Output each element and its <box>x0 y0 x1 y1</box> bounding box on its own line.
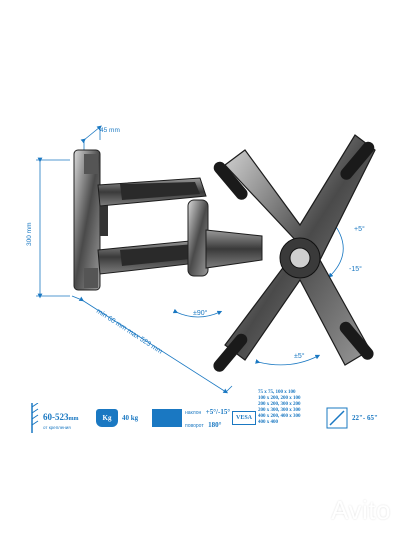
tilt-up-label: +5° <box>354 225 365 233</box>
articulating-arms <box>97 177 263 277</box>
height-label: 300 mm <box>26 223 33 246</box>
wall-hatch-icon <box>31 403 39 433</box>
avito-text: Avito <box>331 495 391 525</box>
weight-value: 40 kg <box>122 414 139 422</box>
screen-size-value: 22"- 65" <box>352 414 378 422</box>
diagonal-arrow-icon <box>326 407 348 429</box>
range-caption: от крепления <box>43 424 71 430</box>
vesa-size-list: 75 x 75, 100 x 100 100 x 200, 200 x 100 … <box>258 390 328 426</box>
depth-label: 45 mm <box>100 127 120 134</box>
vesa-icon: VESA <box>232 411 256 425</box>
vesa-size: 200 x 300, 300 x 300 <box>258 408 301 413</box>
vesa-x-plate <box>213 134 376 372</box>
spec-vesa-badge: VESA <box>232 388 256 448</box>
spec-weight: Kg 40 kg <box>96 388 138 448</box>
range-unit: mm <box>68 415 79 422</box>
spec-screen-size: 22"- 65" <box>326 388 378 448</box>
vesa-size: 200 x 200, 300 x 200 <box>258 402 301 407</box>
vesa-size: 400 x 400 <box>258 420 278 425</box>
swivel-caption: поворот <box>185 423 204 429</box>
swivel-value: 180° <box>208 421 222 429</box>
swivel-label: ±90° <box>193 309 208 317</box>
rotation-label: ±5° <box>294 352 305 360</box>
avito-logo-icon <box>297 496 327 526</box>
wall-plate <box>73 149 108 291</box>
reach-label: min 60 mm max 523 mm <box>95 308 164 356</box>
avito-watermark: Avito <box>297 495 391 526</box>
range-value: 60-523 <box>43 411 69 422</box>
vesa-size: 75 x 75, 100 x 100 <box>258 390 296 395</box>
tv-tilt-icon <box>152 409 182 427</box>
tilt-label: наклон <box>185 410 202 416</box>
weight-icon: Kg <box>96 409 118 427</box>
spec-tilt-swivel: наклон +5°/-15° поворот 180° <box>152 388 230 448</box>
vesa-size: 400 x 200, 400 x 300 <box>258 414 301 419</box>
vesa-size: 100 x 200, 200 x 100 <box>258 396 301 401</box>
tilt-down-label: -15° <box>349 265 362 273</box>
spec-range: 60-523mm от крепления <box>30 388 79 448</box>
tilt-value: +5°/-15° <box>205 408 231 416</box>
